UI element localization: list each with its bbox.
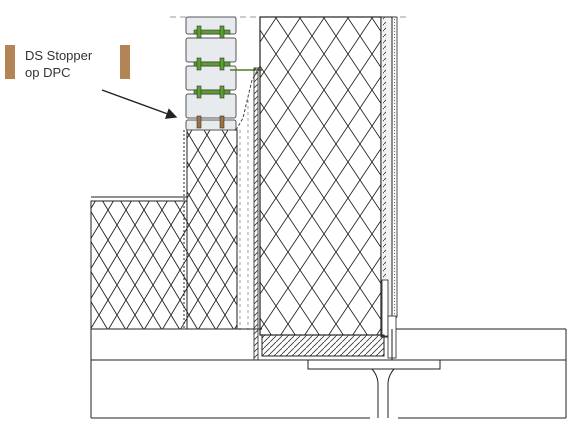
callout-label: DS Stopper op DPC xyxy=(25,47,125,81)
callout-line-1: DS Stopper xyxy=(25,48,93,63)
stopper-pins xyxy=(193,25,262,129)
callout-bar-left xyxy=(5,45,15,79)
callout-arrow xyxy=(101,89,178,119)
callout-bar-right xyxy=(120,45,130,79)
masonry-outer-leaf xyxy=(90,196,188,330)
masonry-inner-leaf xyxy=(183,129,238,330)
steel-beam xyxy=(307,329,441,418)
floor-slab xyxy=(90,328,567,419)
insulated-wall-panel xyxy=(253,16,398,361)
callout-line-2: op DPC xyxy=(25,65,71,80)
